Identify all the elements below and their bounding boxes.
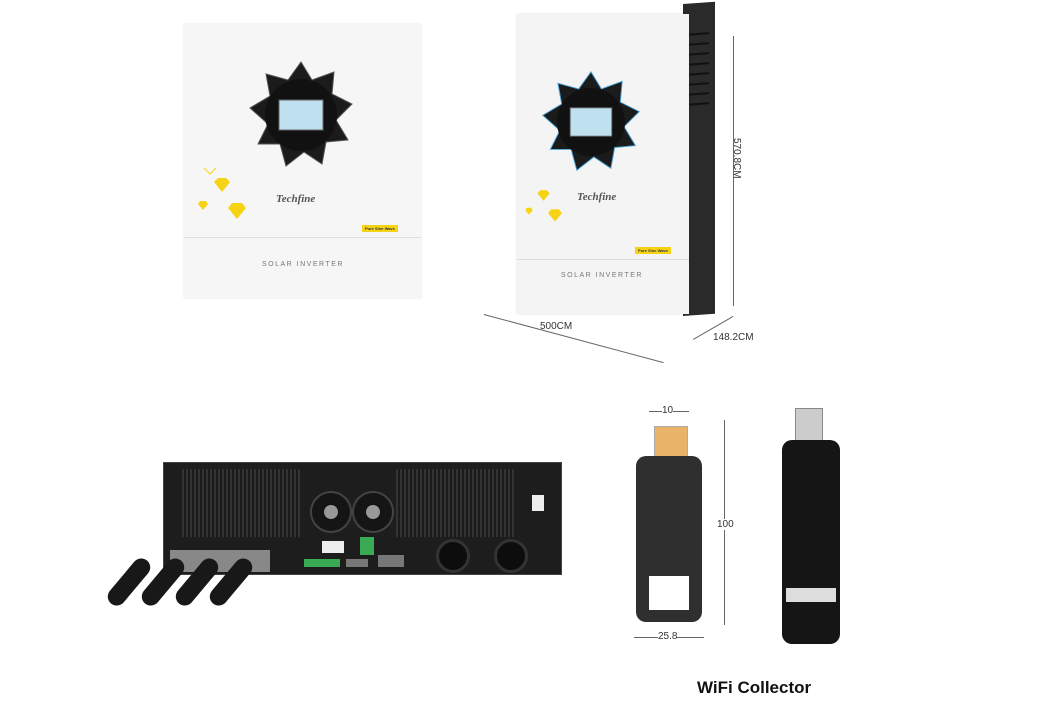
power-switch-icon — [532, 495, 544, 511]
inverter-side-image: Techfine Pure Sine Wave SOLAR INVERTER — [517, 14, 689, 314]
decoration-icon — [198, 167, 246, 219]
vent-grille — [182, 469, 300, 537]
port-icon — [378, 555, 404, 567]
lcd-display-icon — [249, 61, 353, 167]
fan-icon — [310, 491, 352, 533]
height-dimension: 100 — [717, 519, 734, 530]
cable-plate — [170, 550, 270, 572]
pure-sine-badge: Pure Sine Wave — [635, 247, 671, 254]
pure-sine-badge: Pure Sine Wave — [362, 225, 398, 232]
decoration-icon — [525, 190, 562, 222]
top-dimension: 10 — [662, 405, 674, 416]
width-dimension: 500CM — [540, 321, 573, 332]
brand-logo: Techfine — [276, 193, 316, 205]
divider — [184, 237, 421, 238]
bottom-dimension: 25.8 — [658, 631, 678, 642]
socket-icon — [494, 539, 528, 573]
depth-dimension: 148.2CM — [713, 332, 754, 343]
height-dimension-line — [733, 36, 734, 306]
lcd-display-icon — [541, 71, 641, 172]
socket-icon — [436, 539, 470, 573]
wifi-dongle-front — [636, 456, 702, 622]
vent-grille — [396, 469, 514, 537]
rj45-connector-icon — [795, 408, 823, 446]
barcode-label — [786, 588, 836, 602]
qr-code-icon — [649, 576, 689, 610]
terminal-icon — [360, 537, 374, 555]
fan-icon — [352, 491, 394, 533]
inverter-front-image: Techfine Pure Sine Wave SOLAR INVERTER — [184, 24, 421, 298]
terminal-block-icon — [304, 559, 340, 567]
wifi-caption: WiFi Collector — [697, 678, 812, 697]
product-label: SOLAR INVERTER — [561, 272, 643, 279]
product-label: SOLAR INVERTER — [262, 261, 344, 268]
switch-icon — [322, 541, 344, 553]
width-dimension-line — [483, 314, 664, 364]
wifi-dongle-side — [782, 440, 840, 644]
height-dimension: 570.8CM — [731, 138, 742, 179]
brand-logo: Techfine — [577, 191, 617, 203]
port-icon — [346, 559, 368, 567]
divider — [517, 259, 689, 260]
